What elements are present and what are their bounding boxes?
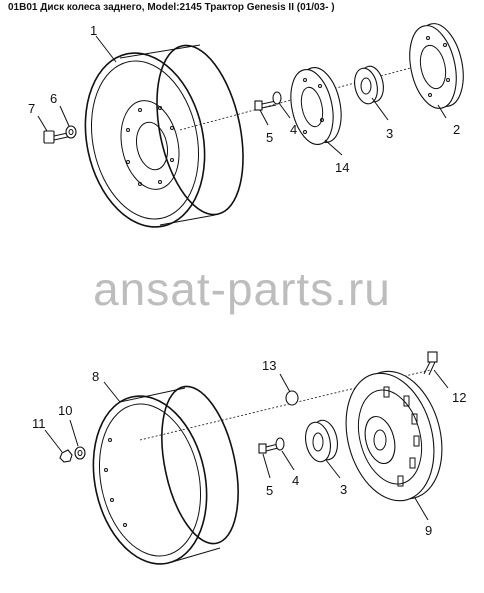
callout-9: 9 bbox=[425, 523, 432, 538]
callout-4-top: 4 bbox=[290, 122, 297, 137]
top-axle-line bbox=[179, 59, 441, 131]
bottom-spacer bbox=[285, 390, 299, 406]
top-spacer-ring bbox=[290, 67, 342, 145]
callout-6: 6 bbox=[50, 91, 57, 106]
bottom-flange-disc bbox=[345, 370, 443, 502]
top-hub bbox=[354, 65, 384, 105]
watermark-text: ansat-parts.ru bbox=[93, 263, 391, 315]
callout-7: 7 bbox=[28, 101, 35, 116]
callout-3-top: 3 bbox=[386, 126, 393, 141]
top-washer bbox=[65, 125, 77, 139]
callout-11: 11 bbox=[32, 416, 46, 431]
callout-5-top: 5 bbox=[266, 130, 273, 145]
callout-13: 13 bbox=[262, 358, 276, 373]
callout-14: 14 bbox=[335, 160, 349, 175]
bottom-small-washer bbox=[275, 437, 285, 451]
top-wheel-rim bbox=[84, 44, 244, 228]
callout-5-bottom: 5 bbox=[266, 483, 273, 498]
top-small-bolt bbox=[254, 100, 277, 111]
bottom-washer bbox=[74, 446, 86, 460]
top-flange-disc bbox=[409, 23, 464, 109]
callout-12: 12 bbox=[452, 390, 466, 405]
diagram-title: 01B01 Диск колеса заднего, Model:2145 Тр… bbox=[8, 2, 335, 13]
callout-8: 8 bbox=[92, 369, 99, 384]
bottom-stud bbox=[423, 351, 438, 376]
callout-1: 1 bbox=[90, 23, 97, 38]
bottom-hub bbox=[304, 419, 339, 463]
callout-3-bottom: 3 bbox=[340, 482, 347, 497]
callout-2: 2 bbox=[453, 122, 460, 137]
bottom-small-bolt bbox=[258, 443, 279, 454]
bottom-wheel-rim bbox=[92, 385, 239, 565]
callout-10: 10 bbox=[58, 403, 72, 418]
top-small-washer bbox=[272, 91, 282, 105]
callout-4-bottom: 4 bbox=[292, 473, 299, 488]
bottom-nut bbox=[59, 449, 73, 463]
